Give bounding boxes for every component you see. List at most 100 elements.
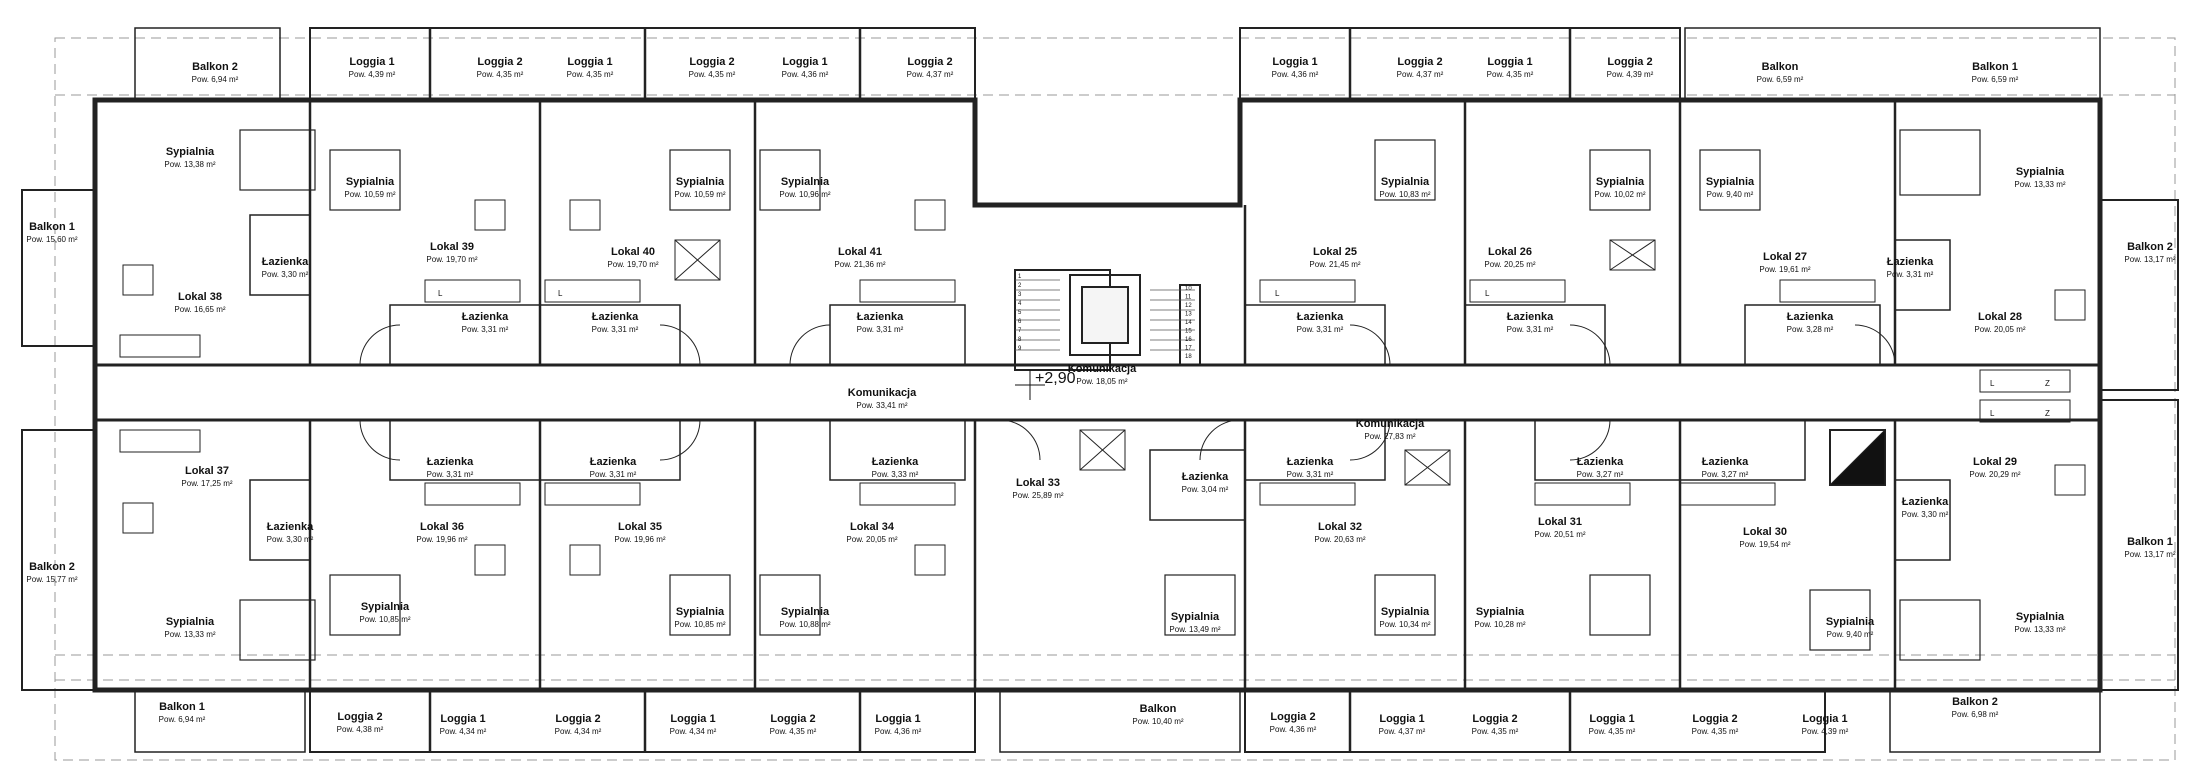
room-area: Pow. 3,31 m² xyxy=(857,325,904,334)
room-area: Pow. 15,60 m² xyxy=(26,235,77,244)
stair-step-number: 10 xyxy=(1185,286,1192,292)
room-name: Lokal 36 xyxy=(420,521,464,533)
room-name: Sypialnia xyxy=(1381,606,1430,618)
room-name: Loggia 2 xyxy=(1397,56,1442,68)
room-area: Pow. 10,85 m² xyxy=(674,620,725,629)
room-name: Łazienka xyxy=(262,256,309,268)
room-name: Balkon xyxy=(1762,61,1799,73)
room-area: Pow. 3,31 m² xyxy=(590,470,637,479)
room-area: Pow. 3,31 m² xyxy=(1507,325,1554,334)
room-area: Pow. 10,40 m² xyxy=(1132,717,1183,726)
room-area: Pow. 20,63 m² xyxy=(1314,535,1365,544)
room-name: Loggia 1 xyxy=(782,56,827,68)
room-area: Pow. 13,33 m² xyxy=(164,630,215,639)
room-name: Sypialnia xyxy=(2016,166,2065,178)
room-name: Loggia 2 xyxy=(555,713,600,725)
room-area: Pow. 4,35 m² xyxy=(1589,727,1636,736)
room-name: Łazienka xyxy=(1507,311,1554,323)
room-area: Pow. 13,33 m² xyxy=(2014,625,2065,634)
room-name: Loggia 2 xyxy=(337,711,382,723)
room-name: Balkon 1 xyxy=(159,701,205,713)
appliance-letters: L L L L L Z L Z xyxy=(438,289,2050,418)
room-name: Sypialnia xyxy=(1706,176,1755,188)
stair-step-number: 8 xyxy=(1018,337,1022,343)
room-area: Pow. 6,59 m² xyxy=(1757,75,1804,84)
room-name: Loggia 2 xyxy=(770,713,815,725)
room-area: Pow. 4,39 m² xyxy=(1802,727,1849,736)
room-name: Loggia 2 xyxy=(1692,713,1737,725)
room-area: Pow. 19,61 m² xyxy=(1759,265,1810,274)
room-name: Loggia 1 xyxy=(1272,56,1317,68)
room-area: Pow. 3,30 m² xyxy=(1902,510,1949,519)
room-area: Pow. 4,34 m² xyxy=(440,727,487,736)
room-area: Pow. 13,49 m² xyxy=(1169,625,1220,634)
appliance-letter: L xyxy=(1990,379,1995,388)
room-area: Pow. 19,70 m² xyxy=(607,260,658,269)
room-area: Pow. 3,33 m² xyxy=(872,470,919,479)
room-name: Łazienka xyxy=(427,456,474,468)
appliance-letter: Z xyxy=(2045,379,2050,388)
room-name: Lokal 29 xyxy=(1973,456,2017,468)
stair-step-number: 3 xyxy=(1018,292,1022,298)
stair-step-number: 5 xyxy=(1018,310,1022,316)
stair-step-number: 11 xyxy=(1185,295,1192,301)
stair-step-number: 17 xyxy=(1185,346,1192,352)
room-name: Loggia 1 xyxy=(567,56,612,68)
room-area: Pow. 33,41 m² xyxy=(856,401,907,410)
stair-step-number: 4 xyxy=(1018,301,1022,307)
room-name: Balkon 1 xyxy=(1972,61,2018,73)
building-walls xyxy=(21,27,2179,753)
room-name: Sypialnia xyxy=(1826,616,1875,628)
room-name: Sypialnia xyxy=(1476,606,1525,618)
room-area: Pow. 13,17 m² xyxy=(2124,255,2175,264)
room-name: Sypialnia xyxy=(1596,176,1645,188)
room-area: Pow. 3,30 m² xyxy=(267,535,314,544)
stair-step-number: 16 xyxy=(1185,337,1192,343)
room-area: Pow. 3,27 m² xyxy=(1577,470,1624,479)
room-name: Sypialnia xyxy=(781,176,830,188)
room-area: Pow. 27,83 m² xyxy=(1364,432,1415,441)
room-name: Lokal 39 xyxy=(430,241,474,253)
room-label: Loggia 1 Pow. 4,34 m² xyxy=(440,713,487,736)
room-name: Sypialnia xyxy=(781,606,830,618)
room-area: Pow. 9,40 m² xyxy=(1827,630,1874,639)
room-name: Łazienka xyxy=(1297,311,1344,323)
left-bottom-balcony-rail xyxy=(21,429,96,691)
room-area: Pow. 10,88 m² xyxy=(779,620,830,629)
room-area: Pow. 4,39 m² xyxy=(349,70,396,79)
room-area: Pow. 18,05 m² xyxy=(1076,377,1127,386)
room-area: Pow. 4,34 m² xyxy=(555,727,602,736)
room-area: Pow. 10,59 m² xyxy=(674,190,725,199)
room-name: Łazienka xyxy=(872,456,919,468)
room-name: Loggia 1 xyxy=(440,713,485,725)
